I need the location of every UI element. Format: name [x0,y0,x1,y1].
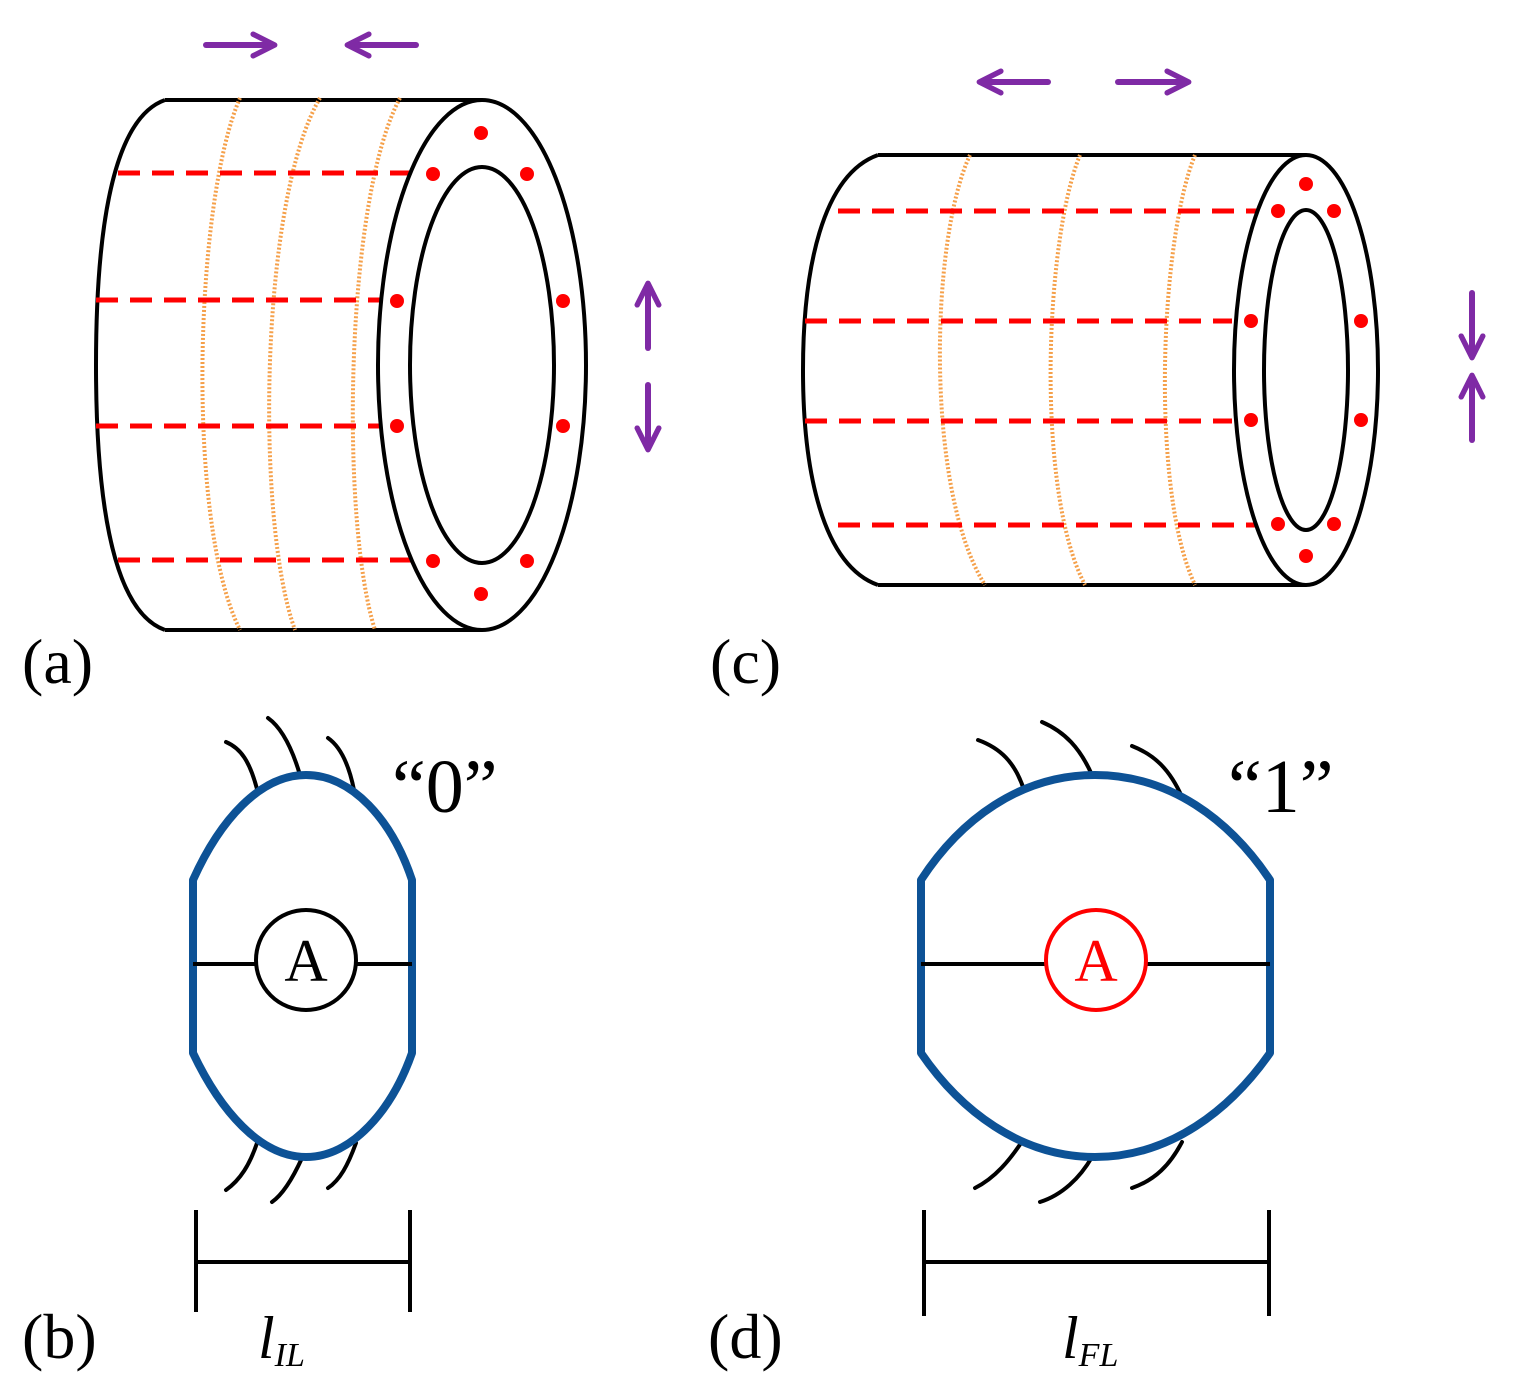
state-label-0: “0” [392,745,497,829]
length-label-il: lIL [258,1305,305,1374]
red-dashed-lines [96,170,425,563]
front-inner-ellipse [408,165,556,565]
orange-ring-lines [200,96,402,631]
length-bar-d [922,1210,1271,1316]
ammeter-circle [254,908,358,1012]
red-dashed-lines [805,208,1262,528]
hair-lines [224,716,358,1204]
ammeter-b: A [254,908,358,1012]
hair-lines [973,720,1184,1204]
ammeter-d: A [1044,908,1148,1012]
panel-c-cylinder [800,68,1486,587]
ammeter-circle [1044,908,1148,1012]
front-inner-ellipse [1262,208,1350,532]
panel-a-cylinder [93,31,662,632]
ammeter-label: A [284,928,327,994]
membrane-outline [917,771,1274,1161]
panel-b-membrane [189,716,416,1204]
length-bar-b [194,1210,412,1312]
panel-d-membrane [917,720,1274,1204]
panel-a-label: (a) [22,626,93,697]
purple-arrows [976,68,1486,443]
panel-c-label: (c) [710,626,781,697]
panel-d-label: (d) [708,1301,783,1372]
panel-b-label: (b) [22,1301,97,1372]
ammeter-label: A [1074,928,1117,994]
state-label-1: “1” [1228,745,1333,829]
red-dots [390,126,570,601]
orange-ring-lines [937,154,1197,587]
red-dots [1244,177,1368,563]
membrane-outline [189,771,416,1161]
purple-arrows [203,31,662,453]
length-label-fl: lFL [1062,1305,1118,1374]
